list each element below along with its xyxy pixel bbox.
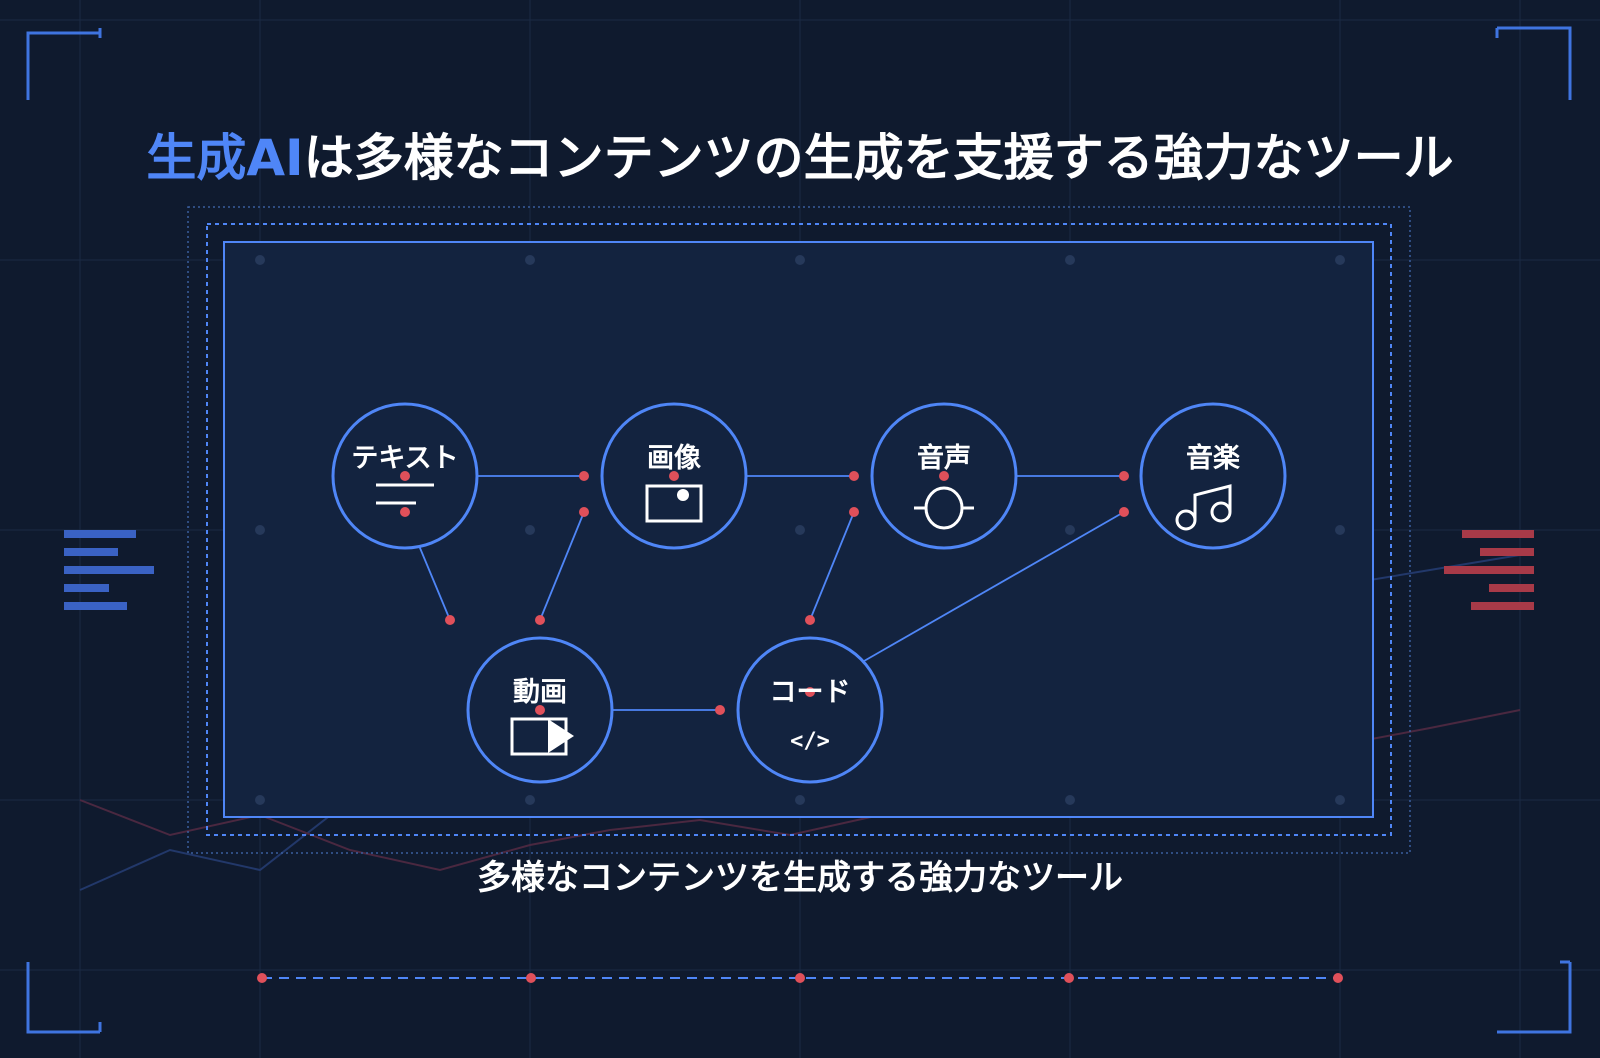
title-accent: 生成AI xyxy=(146,129,304,187)
node-label-image: 画像 xyxy=(647,443,701,474)
voice-wave-icon xyxy=(914,486,974,530)
node-circles xyxy=(331,402,1287,784)
outer-dotted-frame xyxy=(187,206,1411,854)
node-label-video: 動画 xyxy=(513,677,567,708)
node-label-music: 音楽 xyxy=(1186,443,1240,474)
corner-brackets xyxy=(26,26,1572,1034)
corner-bracket-bottom-right xyxy=(1497,962,1572,1034)
music-note-icon xyxy=(1175,484,1232,531)
title-rest: は多様なコンテンツの生成を支援する強力なツール xyxy=(303,129,1454,187)
node-label-text: テキスト xyxy=(351,443,459,474)
node-circle-code xyxy=(736,636,884,784)
subtitle: 多様なコンテンツを生成する強力なツール xyxy=(477,858,1123,898)
image-frame-icon xyxy=(645,484,703,523)
right-bars-ornament xyxy=(1444,530,1534,610)
corner-bracket-top-right xyxy=(1497,26,1572,100)
video-play-icon xyxy=(510,717,574,756)
node-label-voice: 音声 xyxy=(917,443,971,474)
node-circle-music xyxy=(1139,402,1287,550)
panel-grid-dots xyxy=(255,255,1345,805)
edge-voice-code xyxy=(809,511,855,621)
text-lines-icon xyxy=(376,483,434,505)
code-brackets-icon: </> xyxy=(790,729,830,754)
middle-dashed-frame xyxy=(206,223,1392,836)
page-title: 生成AIは多様なコンテンツの生成を支援する強力なツール xyxy=(0,118,1600,190)
corner-bracket-top-left xyxy=(26,31,100,100)
left-bars-ornament xyxy=(64,530,154,610)
corner-bracket-bottom-left xyxy=(26,962,100,1034)
timeline-dots xyxy=(257,973,1343,983)
node-label-code: コード xyxy=(769,677,851,708)
edge-image-video xyxy=(539,511,585,621)
connector-dots xyxy=(400,471,1129,715)
